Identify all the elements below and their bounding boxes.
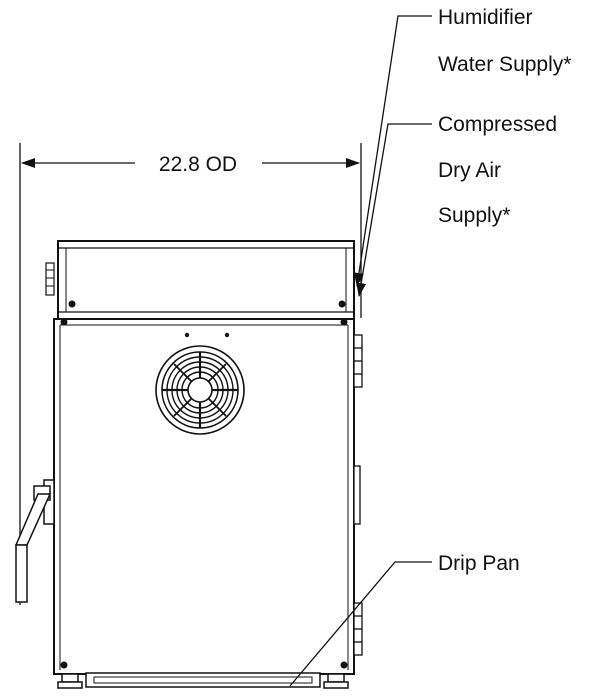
callout-leaders <box>289 15 432 687</box>
drip-pan-leader <box>289 561 432 687</box>
hinge-middle <box>353 465 361 525</box>
screw-icon <box>60 661 68 669</box>
door-handle <box>14 479 55 603</box>
screw-icon <box>340 318 348 326</box>
foot-left <box>61 673 79 683</box>
compressed-air-label-line2: Dry Air <box>438 159 501 182</box>
drip-pan-label: Drip Pan <box>438 552 520 575</box>
humidifier-label-line1: Humidifier <box>438 6 533 29</box>
top-module <box>45 240 355 320</box>
compressed-air-label-line1: Compressed <box>438 113 557 136</box>
compressed-air-label-line3: Supply* <box>438 204 510 227</box>
foot-left-pad <box>57 681 83 689</box>
handle-grip <box>15 544 28 603</box>
humidifier-leader <box>354 15 432 287</box>
side-connector <box>45 262 55 296</box>
dimension-label: 22.8 OD <box>159 153 237 176</box>
screw-icon <box>340 661 348 669</box>
fan-icon <box>155 345 245 435</box>
compressed-air-leader <box>356 123 432 297</box>
screw-icon <box>338 300 346 308</box>
foot-right <box>327 673 345 683</box>
right-hinges <box>353 334 363 656</box>
humidifier-label-line2: Water Supply* <box>438 53 571 76</box>
screw-icon <box>60 318 68 326</box>
screw-icon <box>68 300 76 308</box>
bottom-assembly <box>57 672 349 689</box>
foot-right-pad <box>323 681 349 689</box>
